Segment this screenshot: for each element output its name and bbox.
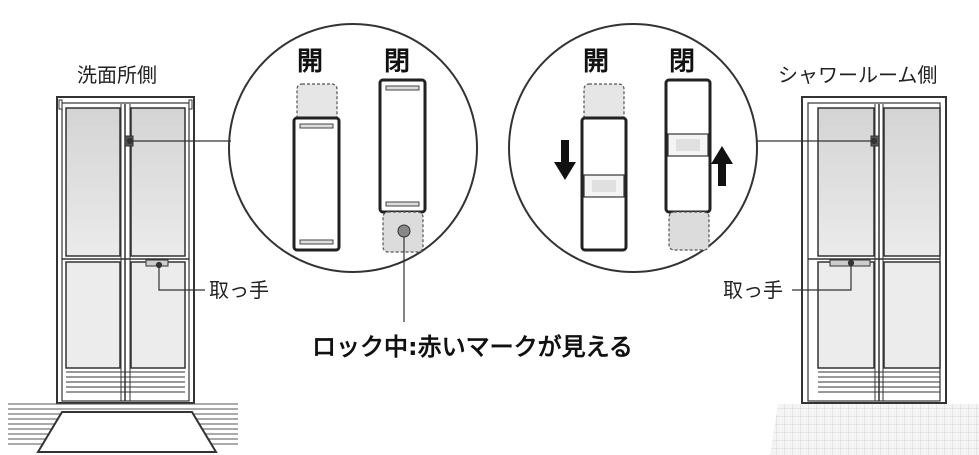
up-arrow-icon xyxy=(711,146,733,186)
right-open-label: 開 xyxy=(583,47,609,77)
left-side-label: 洗面所側 xyxy=(77,63,157,87)
handle-label-left: 取っ手 xyxy=(209,278,269,302)
bath-mat xyxy=(36,411,218,453)
down-arrow-icon xyxy=(554,140,576,180)
red-mark-indicator xyxy=(397,224,411,238)
right-door xyxy=(770,96,979,455)
leader-lines xyxy=(126,137,878,322)
lock-caption: ロック中:赤いマークが見える xyxy=(312,333,633,361)
handle-label-right: 取っ手 xyxy=(723,278,783,302)
right-closed-label: 閉 xyxy=(669,47,695,77)
tile-floor xyxy=(770,404,979,455)
left-open-label: 開 xyxy=(297,47,323,77)
right-side-label: シャワールーム側 xyxy=(778,63,937,87)
right-lock-closeup xyxy=(508,23,758,273)
left-lock-closeup xyxy=(228,23,478,273)
left-closed-label: 閉 xyxy=(384,47,410,77)
left-door xyxy=(8,96,238,453)
